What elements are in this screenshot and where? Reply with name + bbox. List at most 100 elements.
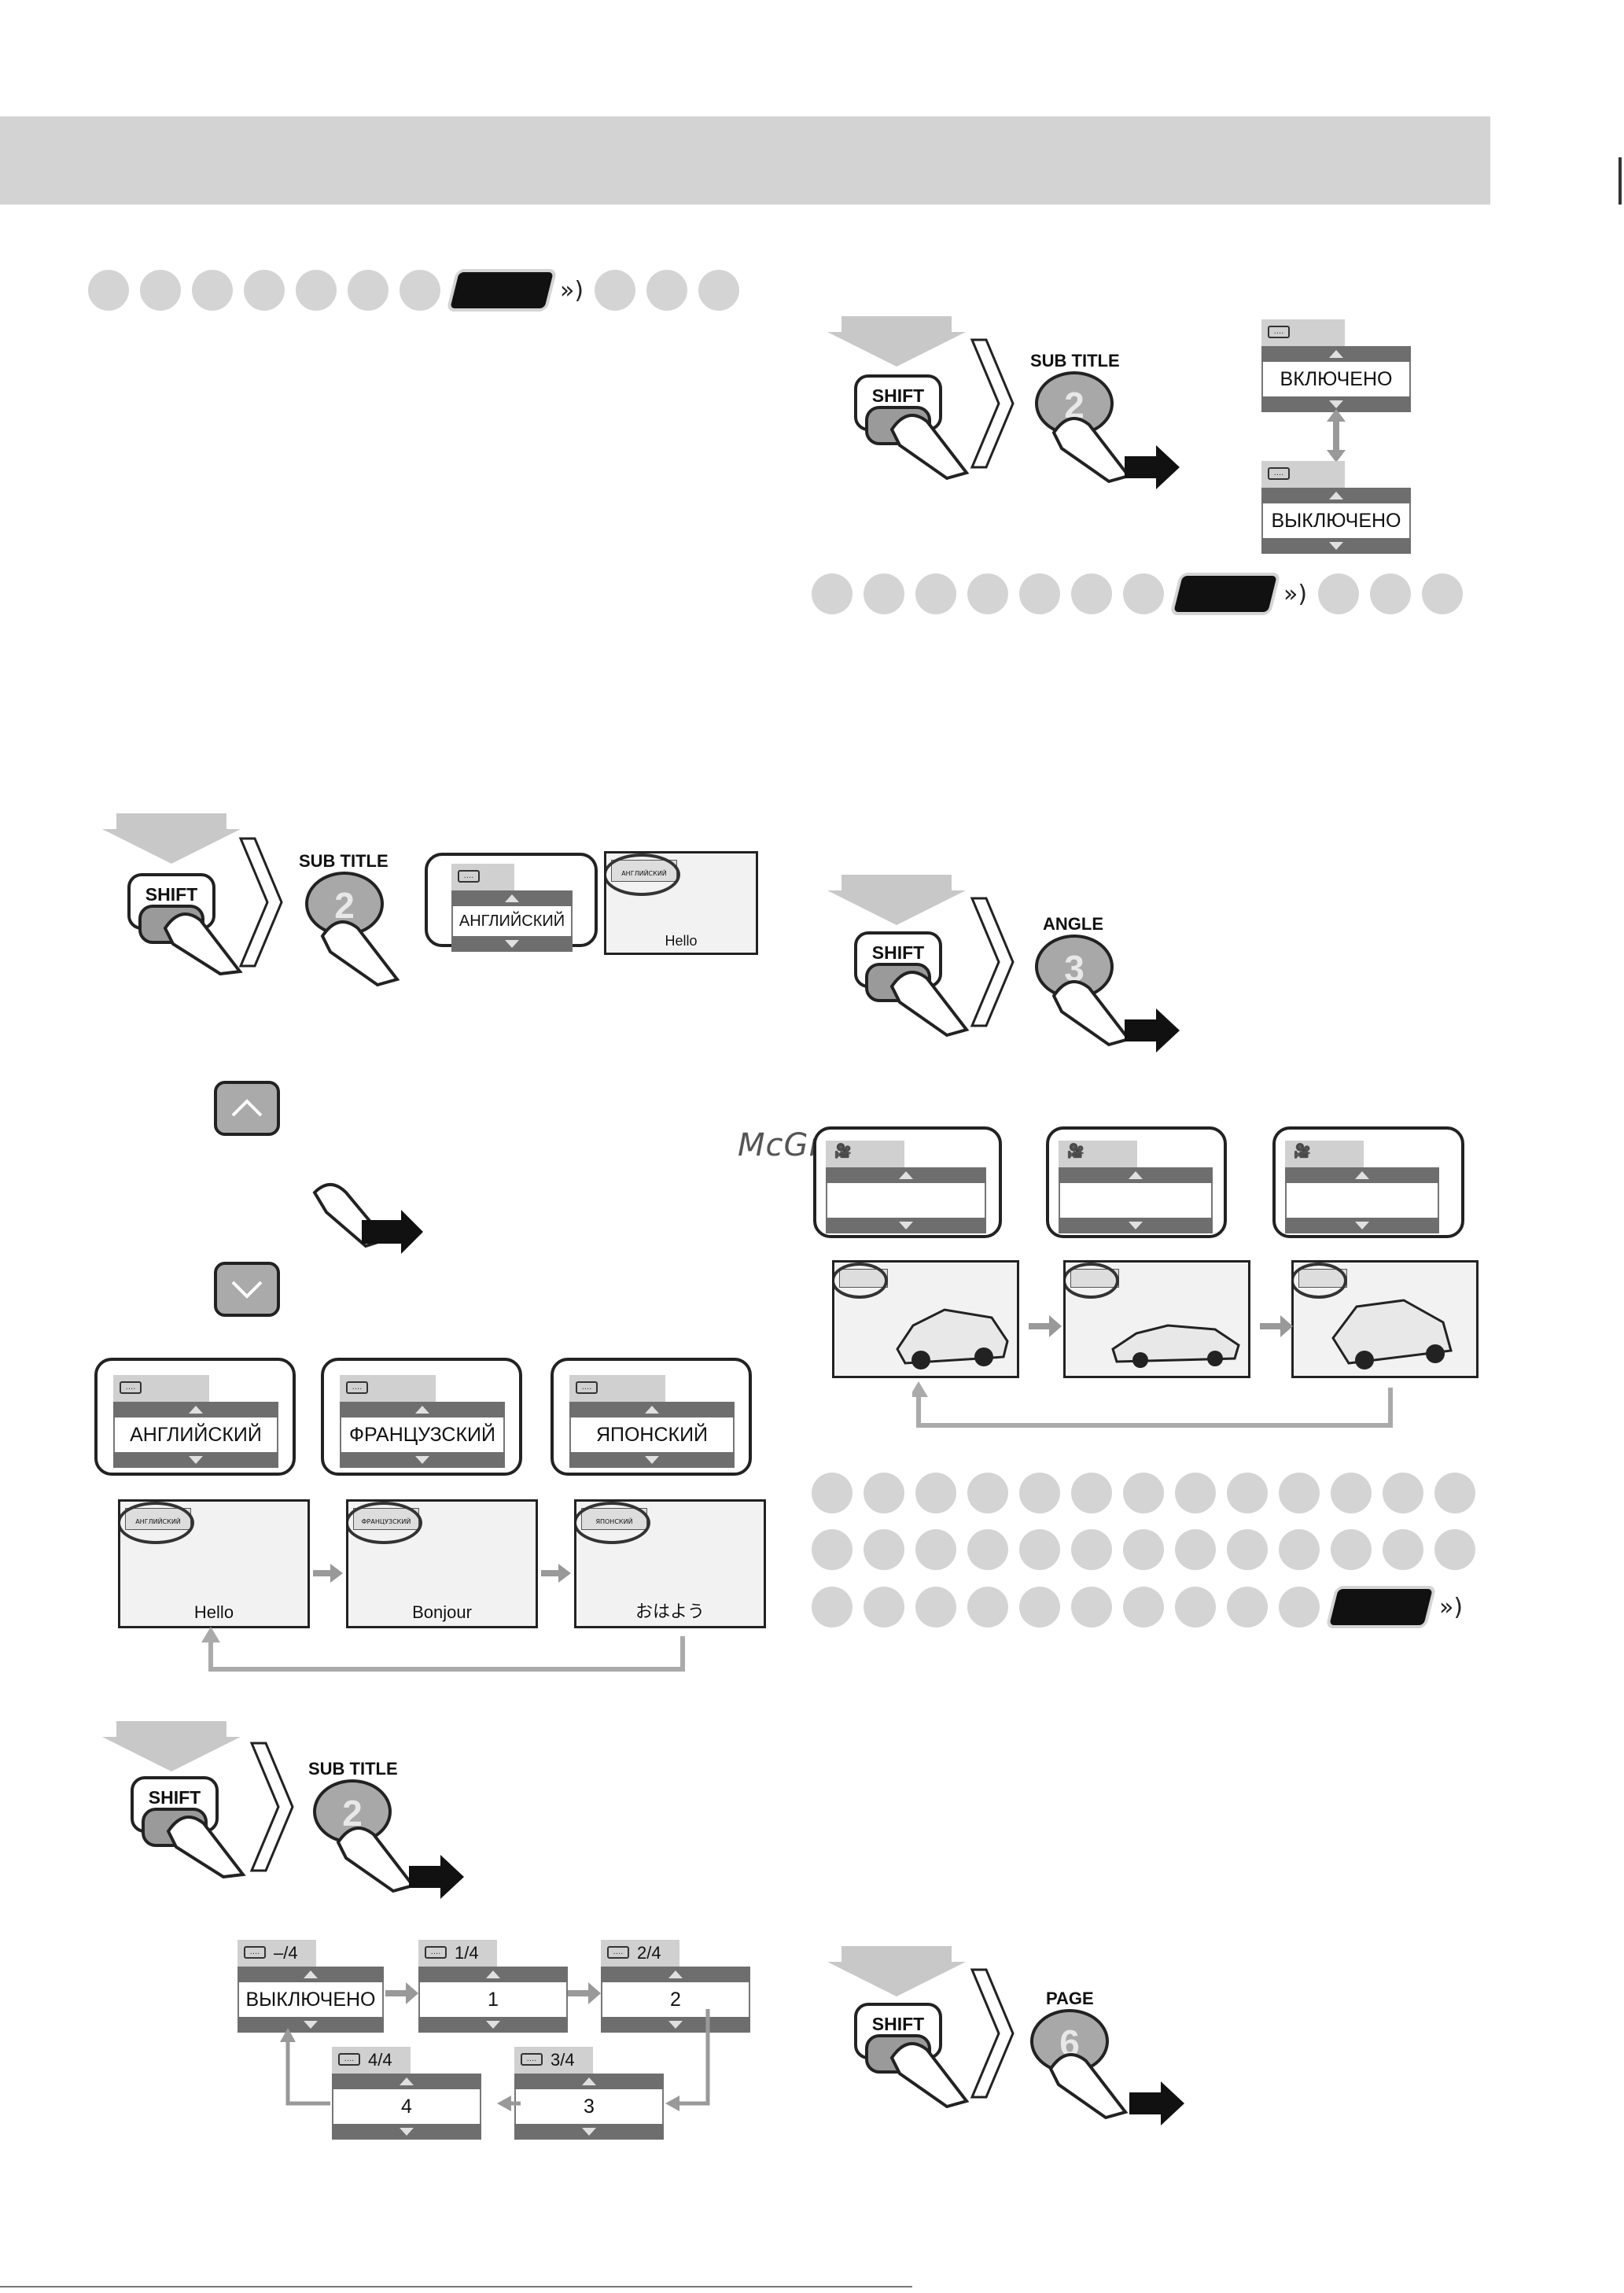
dot (1279, 1473, 1320, 1513)
double-arrow-icon (1327, 409, 1346, 463)
shift-label: SHIFT (145, 884, 198, 905)
osd-french: .... ФРАНЦУЗСКИЙ (340, 1375, 505, 1468)
osd-up-bar (238, 1967, 384, 1982)
dot (1434, 1473, 1475, 1513)
osd-value: АНГЛИЙСКИЙ (113, 1417, 278, 1452)
big-down-arrow-icon (827, 316, 966, 367)
dot (915, 1473, 956, 1513)
dot (1383, 1529, 1423, 1570)
dot (864, 573, 904, 614)
finger-icon (889, 414, 970, 481)
subtitle-icon: .... (607, 1946, 629, 1959)
osd-header: ....1/4 (418, 1940, 497, 1967)
dot (1331, 1473, 1372, 1513)
car-icon (896, 1308, 1009, 1370)
osd-header: .... (1261, 461, 1345, 488)
osd-header: ....–/4 (238, 1940, 316, 1967)
osd-down-bar (332, 2124, 481, 2140)
dot (864, 1587, 904, 1628)
highlight-ring (348, 1502, 422, 1544)
dot (915, 1529, 956, 1570)
chevron-right-icon (238, 837, 283, 968)
osd-up-bar (451, 890, 573, 906)
osd-up-bar (418, 1967, 568, 1982)
scene-hello: АНГЛИЙСКИЙ Hello (118, 1499, 310, 1628)
osd-angle-3: 🎥 (1285, 1141, 1439, 1233)
shift-label: SHIFT (148, 1787, 201, 1808)
up-arrow-button[interactable] (214, 1081, 280, 1136)
camera-icon: 🎥 (834, 1143, 853, 1159)
remote-button-icon (1325, 1586, 1437, 1628)
dot (1123, 1529, 1164, 1570)
subtitle-icon: .... (346, 1381, 368, 1394)
osd-value: ФРАНЦУЗСКИЙ (340, 1417, 505, 1452)
scene-car-angle-1 (832, 1260, 1019, 1378)
osd-header: .... (1261, 319, 1345, 346)
osd-value (1059, 1183, 1213, 1218)
chevron-right-icon (249, 1742, 294, 1872)
osd-down-bar (1285, 1218, 1439, 1233)
dot (1019, 573, 1060, 614)
dot (595, 270, 636, 311)
osd-bubble-english: .... АНГЛИЙСКИЙ (425, 853, 598, 952)
osd-down-bar (826, 1218, 986, 1233)
dot (1071, 573, 1112, 614)
subtitle-icon: .... (338, 2053, 360, 2066)
chevron-right-icon (970, 1968, 1015, 2099)
osd-page: –/4 (274, 1943, 298, 1963)
dot (1331, 1529, 1372, 1570)
big-down-arrow-icon (102, 1721, 241, 1771)
dot (296, 270, 337, 311)
finger-press-right-icon (336, 1827, 464, 1899)
dot (348, 270, 389, 311)
osd-up-bar (1059, 1167, 1213, 1183)
osd-value: 1 (418, 1982, 568, 2017)
scene-car-angle-3 (1291, 1260, 1479, 1378)
osd-up-bar (1261, 488, 1411, 503)
dot (812, 1529, 853, 1570)
scene-caption: Bonjour (412, 1602, 472, 1622)
dot (140, 270, 181, 311)
osd-up-bar (1261, 346, 1411, 362)
chevron-up-icon (231, 1099, 263, 1117)
chevron-down-icon (231, 1281, 263, 1299)
osd-header: .... (340, 1375, 436, 1402)
dot (698, 270, 740, 311)
dot (1383, 1473, 1423, 1513)
scene-caption: Hello (193, 1602, 234, 1622)
osd-header: .... (451, 864, 514, 890)
osd-up-bar (514, 2074, 664, 2089)
dot (1227, 1529, 1268, 1570)
subtitle-caption: SUB TITLE (299, 851, 389, 871)
dot (1370, 573, 1412, 614)
highlight-ring (120, 1502, 194, 1544)
osd-header: .... (113, 1375, 209, 1402)
finger-press-right-icon (1051, 417, 1180, 489)
dot (1434, 1529, 1475, 1570)
osd-subtitle-3: ....3/4 3 (514, 2047, 664, 2140)
down-arrow-button[interactable] (214, 1262, 280, 1317)
osd-header: 🎥 (1059, 1141, 1137, 1167)
chevron-right-icon (970, 338, 1015, 469)
dot (967, 1473, 1008, 1513)
osd-down-bar (1059, 1218, 1213, 1233)
subtitle-icon: .... (576, 1381, 598, 1394)
osd-subtitle-4: ....4/4 4 (332, 2047, 481, 2140)
dot (1071, 1529, 1112, 1570)
angle-caption: ANGLE (1043, 914, 1103, 934)
scene-caption: おはよう (635, 1602, 705, 1621)
subtitle-icon: .... (1268, 326, 1290, 338)
dot (192, 270, 233, 311)
dot-row-page-2 (812, 1529, 1486, 1570)
dot (1071, 1587, 1112, 1628)
dot (1279, 1529, 1320, 1570)
scene-bonjour: ФРАНЦУЗСКИЙ Bonjour (346, 1499, 538, 1628)
scene-caption: Hello (665, 933, 698, 949)
osd-page: 4/4 (368, 2050, 392, 2070)
osd-header: ....2/4 (601, 1940, 679, 1967)
osd-down-bar (1261, 538, 1411, 554)
scene-hello-small: АНГЛИЙСКИЙ Hello (604, 851, 758, 955)
osd-header: 🎥 (826, 1141, 904, 1167)
highlight-ring (834, 1263, 888, 1299)
camera-icon: 🎥 (1066, 1143, 1085, 1159)
